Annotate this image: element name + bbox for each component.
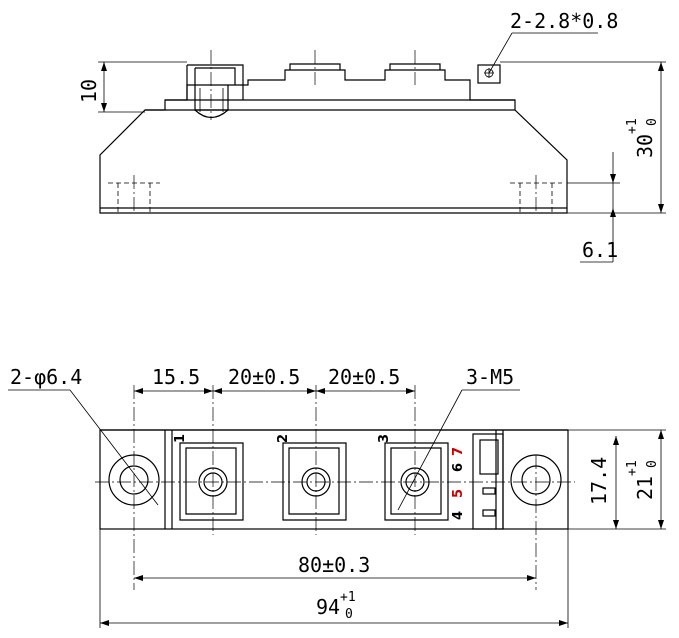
dimension-arrowhead	[134, 575, 143, 581]
label-pitch-b: 20±0.5	[328, 365, 400, 389]
terminal-number-2: 2	[276, 434, 291, 443]
terminal-number-3: 3	[377, 434, 392, 443]
dim-base-6-1: 6.1	[582, 238, 618, 262]
terminal-2	[282, 442, 347, 521]
side-base-plate	[99, 190, 568, 214]
dimension-arrowhead	[658, 520, 664, 529]
aux-pin-5: 5	[451, 489, 466, 498]
terminal-3	[384, 442, 449, 521]
dimension-arrowhead	[204, 388, 213, 394]
label-pitch-first: 15.5	[152, 365, 200, 389]
dimension-arrowhead	[610, 208, 616, 217]
dimension-arrowhead	[658, 62, 664, 71]
leader-mount-holes	[69, 389, 159, 506]
label-pitch-a: 20±0.5	[228, 365, 300, 389]
leader-thread	[397, 389, 463, 511]
label-thread: 3-M5	[466, 365, 514, 389]
aux-pin-upper	[479, 439, 499, 475]
dimension-arrowhead	[527, 575, 536, 581]
side-aux-slot	[477, 64, 501, 84]
dim-height-10: 10	[77, 79, 101, 103]
label-length: 94	[316, 595, 340, 619]
terminal-1	[179, 442, 244, 521]
dimension-arrowhead	[613, 436, 619, 445]
slot-leader	[488, 32, 513, 74]
aux-block	[472, 433, 504, 530]
label-length-tol-minus: 0	[345, 607, 353, 622]
aux-pin-b	[482, 509, 496, 517]
dimension-arrowhead	[658, 430, 664, 439]
dimension-arrowhead	[134, 388, 143, 394]
dimension-arrowhead	[316, 388, 325, 394]
dimension-arrowhead	[101, 103, 107, 112]
dimension-arrowhead	[613, 520, 619, 529]
label-mount-holes: 2-φ6.4	[10, 365, 82, 389]
label-hole-spacing: 80±0.3	[298, 553, 370, 577]
label-length-tol-plus: +1	[340, 590, 356, 605]
top-view: 1 2 3 7 6 5 4 2-φ6.4 3-M5 15.5 20±0.5 20…	[8, 365, 666, 628]
terminal-number-1: 1	[173, 434, 188, 443]
mount-hole-left-inner	[119, 465, 149, 495]
dimension-arrowhead	[658, 204, 664, 213]
label-width-tol-plus: +1	[625, 460, 640, 476]
side-terminal-screw-1	[186, 64, 244, 100]
label-width-tol-minus: 0	[645, 460, 660, 468]
aux-pin-a	[482, 487, 496, 495]
dim-height-30-tol-plus: +1	[625, 118, 640, 134]
dimension-arrowhead	[213, 388, 222, 394]
aux-pin-4: 4	[451, 511, 466, 520]
dimension-arrowhead	[101, 62, 107, 71]
label-width: 21	[633, 476, 657, 500]
slot-label: 2-2.8*0.8	[510, 9, 618, 33]
side-housing-body	[99, 69, 568, 190]
aux-pin-7: 7	[451, 447, 466, 456]
label-inner-width: 17.4	[587, 457, 611, 505]
aux-pin-6: 6	[451, 463, 466, 472]
dim-height-30-tol-minus: 0	[645, 118, 660, 126]
dimension-arrowhead	[307, 388, 316, 394]
dimension-arrowhead	[100, 620, 109, 626]
dimension-arrows	[100, 62, 664, 626]
side-view: 2-2.8*0.8 10 30 +1 0 6.1	[77, 9, 666, 263]
dimension-arrowhead	[406, 388, 415, 394]
dimension-arrowhead	[610, 174, 616, 183]
dim-height-30: 30	[633, 134, 657, 158]
dimension-arrowhead	[559, 620, 568, 626]
